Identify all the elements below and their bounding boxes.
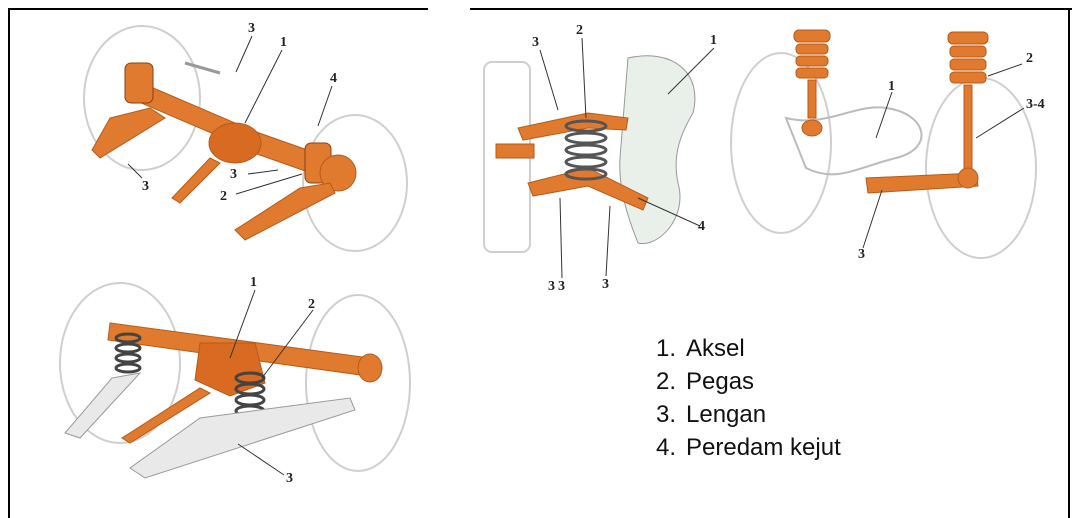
frame-right [1068,8,1070,518]
diagram-top-middle: 3 2 1 4 3 3 3 [478,18,728,293]
callout-7: 3 [548,279,555,293]
trailing-arm-right [130,398,355,478]
frame-top-left [8,8,428,10]
callout-1: 3 [248,21,255,36]
parts-legend: 1.Aksel 2.Pegas 3.Lengan 4.Peredam kejut [656,332,841,464]
upper-arm [518,113,628,140]
coil-spring [566,121,606,179]
legend-item: 2.Pegas [656,365,841,398]
panhard-rod [185,63,220,73]
spring-left [125,63,153,103]
legend-number: 1. [656,332,686,365]
wheel-right [306,295,410,471]
spring-right [948,32,988,180]
legend-number: 2. [656,365,686,398]
trailing-arm-left [92,108,165,158]
callout-4: 3 [142,179,149,194]
hub-right [358,354,382,382]
frame-top-right [470,8,1072,10]
callout-5: 3 [602,277,609,292]
legend-label: Peredam kejut [686,434,841,461]
frame-left [8,8,10,518]
trailing-arm-right [235,183,335,240]
legend-number: 3. [656,398,686,431]
knuckle [496,144,534,158]
differential [209,123,261,163]
callout-6: 3 [558,279,565,293]
differential [195,343,265,396]
trailing-arm-left [65,373,140,438]
callout-3: 3-4 [1026,97,1045,112]
legend-number: 4. [656,431,686,464]
callout-2: 1 [888,79,895,94]
legend-item: 3.Lengan [656,398,841,431]
diagram-top-right: 2 1 3-4 3 [726,18,1066,268]
callout-5: 3 [230,167,237,182]
body-mount [620,56,695,244]
hub-left [802,120,822,136]
callout-4: 3 [858,247,865,262]
driveshaft [172,158,220,203]
diagram-top-left: 3 1 4 3 3 2 [70,18,410,258]
callout-3: 4 [330,71,337,86]
diagram-bottom-left: 1 2 3 [50,268,420,503]
callout-3: 3 [286,471,293,486]
callout-1: 1 [250,275,257,290]
legend-item: 1.Aksel [656,332,841,365]
callout-3: 1 [710,33,717,48]
subframe [786,107,921,174]
callout-4: 4 [698,219,705,234]
spring-left [794,30,830,118]
callout-1: 3 [532,35,539,50]
legend-label: Aksel [686,335,745,362]
legend-label: Lengan [686,401,766,428]
callout-2: 2 [308,297,315,312]
wheel-right [926,78,1036,258]
legend-item: 4.Peredam kejut [656,431,841,464]
callout-1: 2 [1026,51,1033,66]
hub-right [958,168,978,188]
legend-label: Pegas [686,368,754,395]
callout-2: 1 [280,35,287,50]
callout-2: 2 [576,23,583,38]
callout-6: 2 [220,189,227,204]
